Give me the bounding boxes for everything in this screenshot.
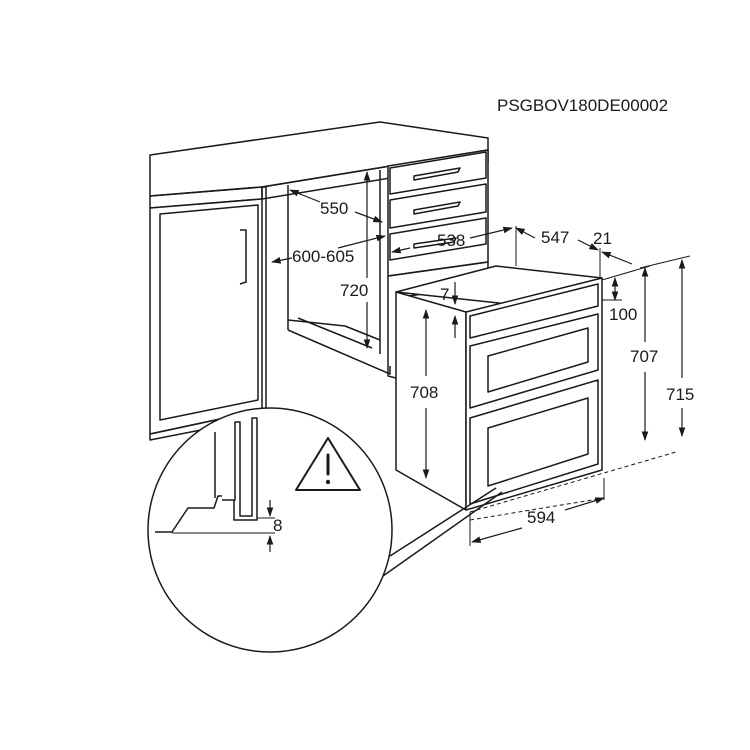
dim-oven-height-front: 707 [630, 347, 658, 366]
dim-front-depth: 21 [593, 229, 612, 248]
dim-top-panel: 100 [609, 305, 637, 324]
dim-oven-width: 594 [527, 508, 555, 527]
dim-inner-depth: 538 [437, 231, 465, 250]
dim-cabinet-width: 600-605 [292, 247, 354, 266]
dim-detail-gap: 8 [273, 516, 282, 535]
drawer-handle-icon [413, 167, 461, 181]
drawer-handle-icon [413, 201, 461, 215]
dim-oven-height-total: 715 [666, 385, 694, 404]
dim-outer-depth: 547 [541, 228, 569, 247]
cabinet-handle-icon [239, 229, 247, 285]
dim-top-gap: 7 [440, 285, 449, 304]
dim-cabinet-depth: 550 [320, 199, 348, 218]
dim-oven-body-height: 708 [410, 383, 438, 402]
dim-cabinet-height: 720 [340, 281, 368, 300]
kitchen-cabinet [149, 121, 489, 441]
warning-triangle-icon [295, 437, 361, 491]
model-code: PSGBOV180DE00002 [497, 96, 668, 115]
built-in-oven [395, 265, 603, 511]
drawer-handle-icon [413, 237, 457, 249]
dimension-lines [271, 171, 691, 546]
